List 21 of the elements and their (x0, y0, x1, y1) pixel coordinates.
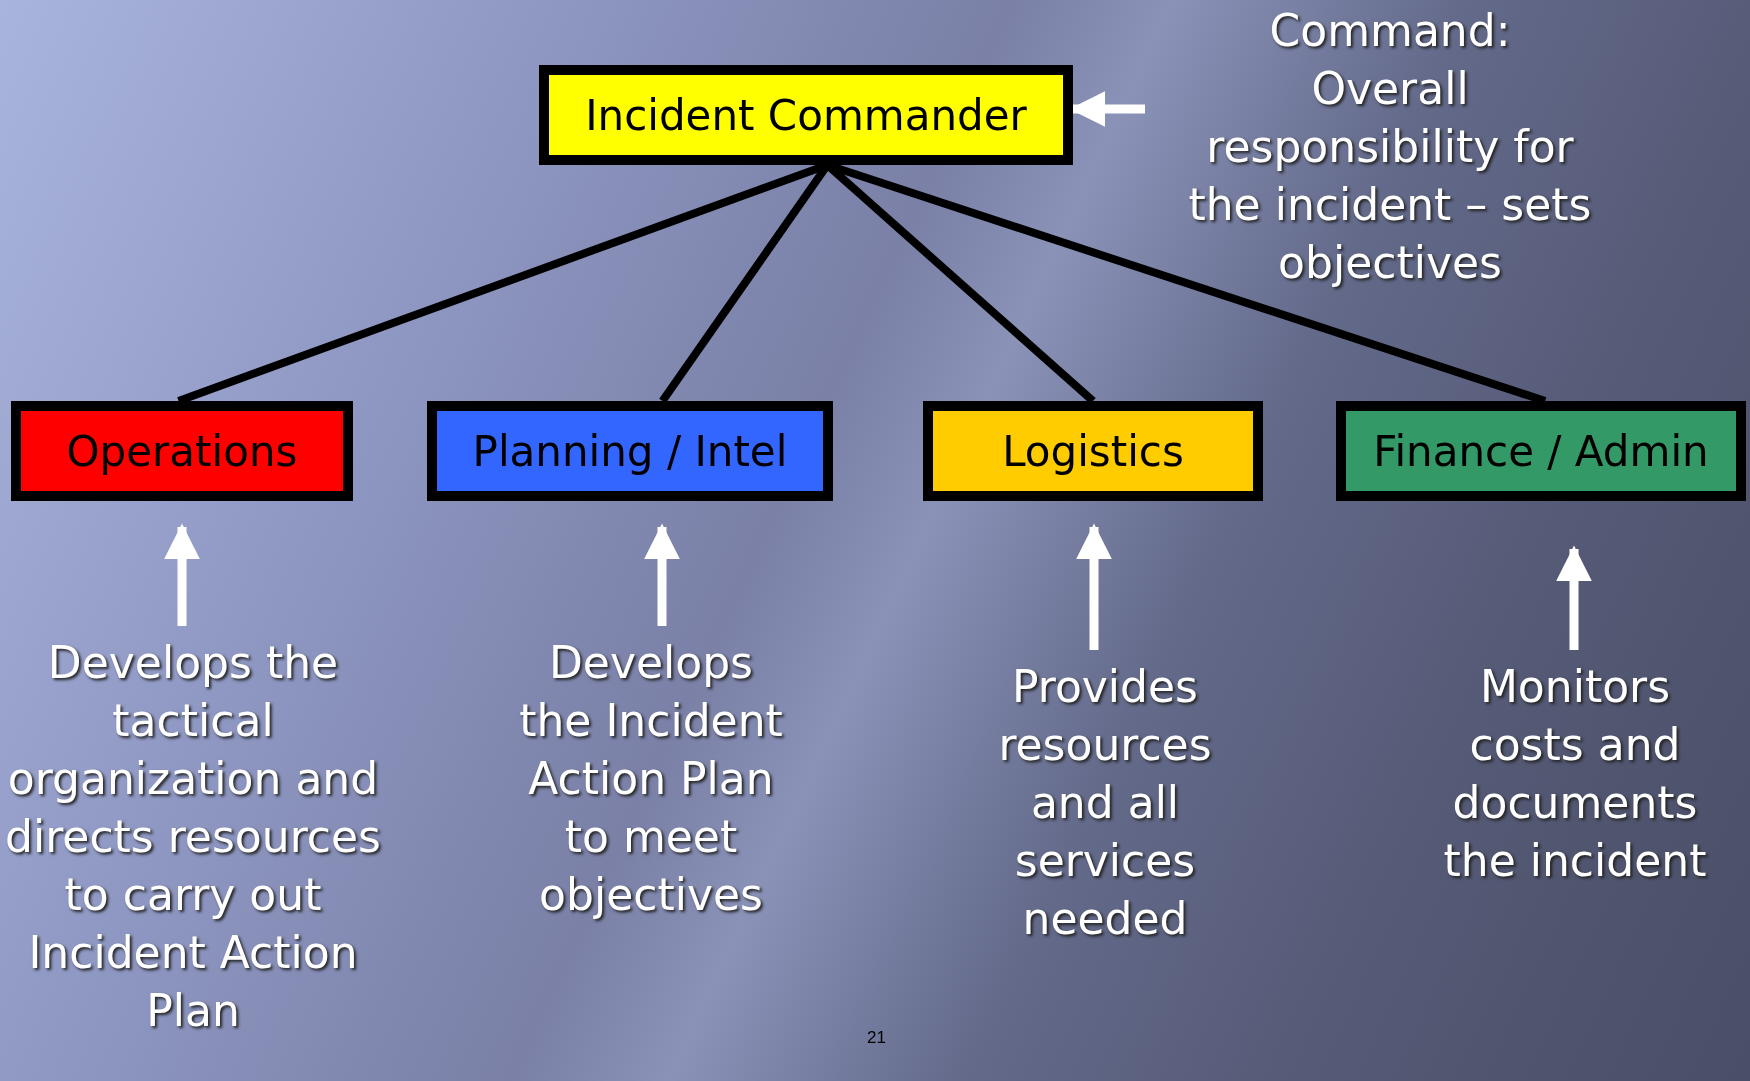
arrow (1556, 545, 1592, 650)
role-title: Logistics (1002, 426, 1184, 476)
description-text: Provides resources and all services needed (997, 660, 1213, 946)
role-box (427, 401, 833, 501)
arrow (1076, 523, 1112, 650)
arrow (164, 523, 200, 626)
description-text: Command: (1268, 4, 1512, 58)
role-title: Operations (66, 426, 298, 476)
role-title: Incident Commander (585, 90, 1027, 140)
arrow (644, 523, 680, 626)
description-text: Overall responsibility for the incident – sets objectives (1187, 62, 1593, 290)
role-title: Finance / Admin (1373, 426, 1709, 476)
role-title: Planning / Intel (472, 426, 788, 476)
description-text: Monitors costs and documents the incident (1442, 660, 1708, 888)
role-box (1336, 401, 1746, 501)
description-text: Develops the Incident Action Plan to meet objectives (518, 636, 784, 922)
role-box (539, 65, 1073, 165)
description-text: Develops the tactical organization and directs resources to carry out Incident Action Plan (4, 636, 382, 1038)
role-box (923, 401, 1263, 501)
page-number: 21 (867, 1028, 886, 1048)
role-box (11, 401, 353, 501)
